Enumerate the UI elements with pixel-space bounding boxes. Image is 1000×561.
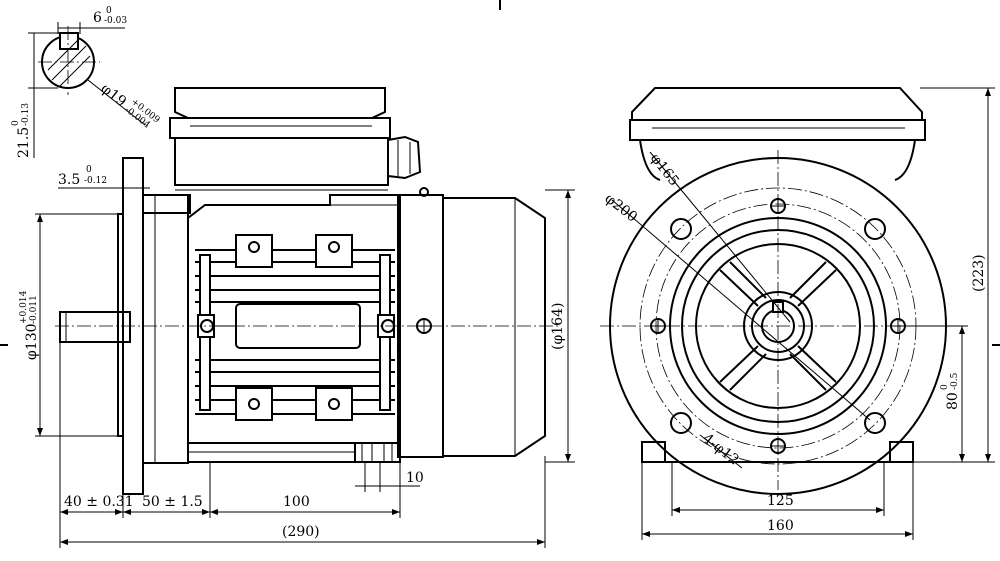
flange-thickness-tol-upper: 0 — [86, 165, 92, 175]
shaft-section-view — [28, 22, 146, 158]
shaft-dia-label: φ19 — [98, 81, 130, 111]
spigot-dia-label: φ130 — [24, 323, 40, 360]
key-slot — [59, 32, 79, 50]
overall-length-label: (290) — [282, 524, 320, 540]
shaft-height-label: 80 — [945, 392, 961, 410]
pcd-inner-label: φ165 — [647, 151, 682, 190]
side-view-dimensions — [35, 182, 575, 548]
fan-cover — [442, 197, 546, 457]
mount-hole — [670, 218, 692, 240]
side-view — [55, 87, 560, 495]
flange-thickness-label: 3.5 — [58, 172, 80, 188]
foot-spacing-side-label: 100 — [283, 494, 310, 510]
foot-width-label: 160 — [767, 518, 794, 534]
shaft-length-label: 40 ± 0.31 — [64, 494, 134, 510]
flange-thickness-tol-lower: -0.12 — [84, 176, 107, 186]
flange-to-foot-label: 50 ± 1.5 — [142, 494, 203, 510]
mount-hole — [864, 218, 886, 240]
key-height-tol-lower: -0.13 — [21, 103, 31, 126]
spokes — [719, 261, 837, 391]
key-height-tol-upper: 0 — [11, 120, 21, 126]
shaft-height-tol-lower: -0.5 — [950, 372, 960, 390]
key-height-label: 21.5 — [16, 127, 32, 158]
mount-hole — [670, 412, 692, 434]
shaft-height-tol-upper: 0 — [940, 384, 950, 390]
mount-hole — [864, 412, 886, 434]
foot-slot-label: 10 — [406, 470, 424, 486]
front-view-dimensions — [611, 87, 995, 540]
pcd-outer-label: φ200 — [602, 191, 641, 226]
spigot-dia-tol-upper: +0.014 — [19, 290, 29, 324]
body-dia-label: (φ164) — [550, 303, 566, 350]
key-width-tol-lower: -0.03 — [104, 16, 127, 26]
key-width-label: 6 — [93, 10, 102, 26]
spigot-dia-tol-lower: -0.011 — [29, 295, 39, 324]
overall-height-label: (223) — [971, 254, 987, 292]
lifting-lug-right — [315, 234, 353, 268]
cable-gland — [387, 135, 422, 180]
shaft — [59, 311, 131, 343]
key-width-tol-upper: 0 — [106, 6, 112, 16]
foot-spacing-front-label: 125 — [767, 493, 794, 509]
front-view — [600, 87, 960, 495]
